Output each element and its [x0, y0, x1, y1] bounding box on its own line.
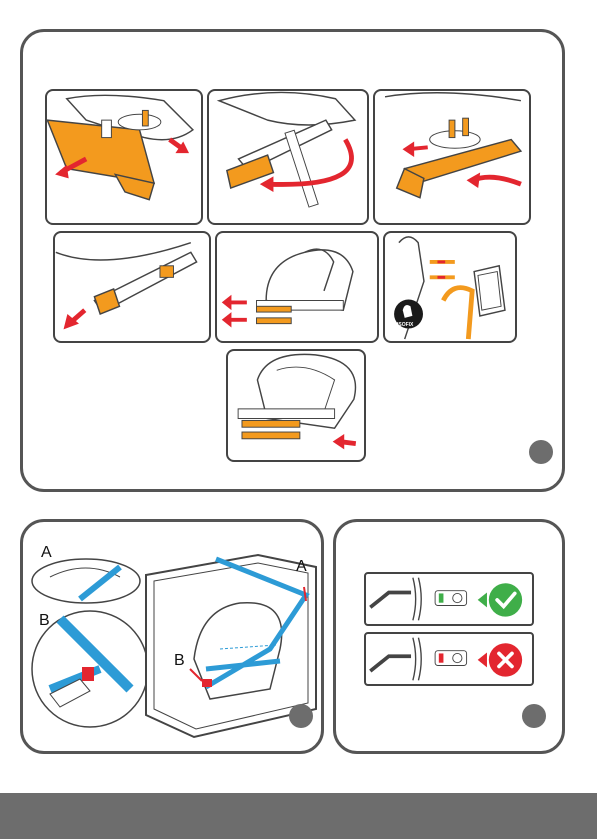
- indicator-wrong-illustration: [366, 634, 532, 684]
- footer-bar: [0, 793, 597, 839]
- step-3-tile: [373, 89, 531, 225]
- step-1-illustration: [47, 91, 201, 223]
- indicator-wrong-row: [364, 632, 534, 686]
- step-number-dot: [529, 440, 553, 464]
- step-number-dot: [522, 704, 546, 728]
- indicator-correct-illustration: [366, 574, 532, 624]
- label-a-inset: A: [41, 544, 52, 562]
- label-a-main: A: [296, 558, 307, 576]
- step-7-tile: [226, 349, 366, 462]
- check-icon: [489, 583, 522, 616]
- step-7-illustration: [228, 351, 364, 460]
- step-4-tile: [53, 231, 211, 343]
- label-b-main: B: [174, 652, 185, 670]
- indicator-correct-row: [364, 572, 534, 626]
- seatbelt-illustration: [20, 519, 324, 754]
- step-2-tile: [207, 89, 369, 225]
- label-b-inset: B: [39, 612, 50, 630]
- step-2-illustration: [209, 91, 367, 223]
- seatbelt-panel: A B A B: [20, 519, 324, 754]
- step-number-dot: [289, 704, 313, 728]
- isofix-badge-text: ISOFIX: [397, 322, 413, 328]
- step-4-illustration: [55, 233, 209, 341]
- step-5-tile: [215, 231, 379, 343]
- step-3-illustration: [375, 91, 529, 223]
- indicator-panel: [333, 519, 565, 754]
- step-6-tile: ISOFIX: [383, 231, 517, 343]
- step-1-tile: [45, 89, 203, 225]
- step-5-illustration: [217, 233, 377, 341]
